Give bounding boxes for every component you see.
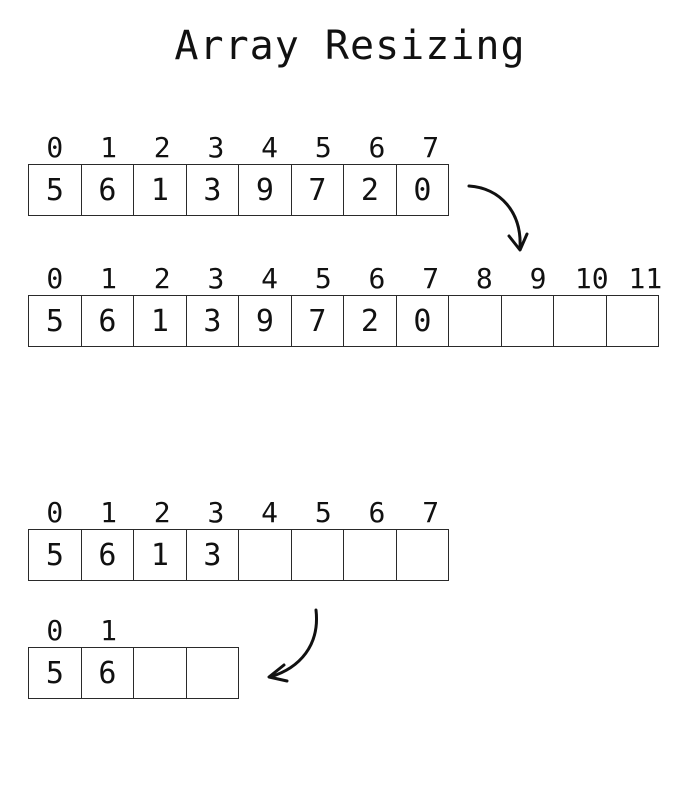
index-label: 0 <box>46 131 64 164</box>
index-label: 3 <box>207 262 225 295</box>
index-label: 5 <box>314 131 332 164</box>
array-cell <box>133 647 187 699</box>
array-cell: 5 <box>28 647 82 699</box>
index-label: 0 <box>46 614 64 647</box>
index-label: 4 <box>261 262 279 295</box>
page-title: Array Resizing <box>174 23 526 69</box>
index-label: 1 <box>100 131 117 164</box>
index-label: 3 <box>207 496 225 529</box>
array-cell <box>290 529 345 581</box>
index-label: 8 <box>475 262 493 295</box>
index-label: 1 <box>100 496 117 529</box>
index-labels: 0 1 2 3 4 5 6 7 <box>28 132 458 164</box>
array-cell: 5 <box>28 295 82 347</box>
index-label: 10 <box>574 262 609 295</box>
array-cell: 6 <box>80 295 135 347</box>
index-label: 4 <box>261 131 279 164</box>
index-label: 7 <box>422 131 440 164</box>
array-cell <box>343 529 397 581</box>
array-cell: 2 <box>343 295 397 347</box>
array-cell <box>553 295 607 347</box>
array-cell <box>238 529 292 581</box>
index-label: 6 <box>368 262 386 295</box>
index-label: 2 <box>153 131 171 164</box>
array-cell: 0 <box>395 295 450 347</box>
index-label: 11 <box>628 262 663 295</box>
array-cell: 7 <box>290 164 345 216</box>
index-label: 2 <box>153 262 171 295</box>
array-cell: 3 <box>185 295 240 347</box>
index-label: 7 <box>422 262 440 295</box>
index-label: 0 <box>46 262 64 295</box>
array-cell: 5 <box>28 164 82 216</box>
index-label: 5 <box>314 262 332 295</box>
array-cell: 0 <box>395 164 450 216</box>
index-label: 6 <box>368 496 386 529</box>
array-cell <box>500 295 555 347</box>
index-label: 1 <box>100 614 117 647</box>
array-cell: 9 <box>238 164 292 216</box>
array-cell: 1 <box>133 529 187 581</box>
array-cell: 3 <box>185 529 240 581</box>
index-labels: 0 1 2 3 4 5 6 7 8 9 10 11 <box>28 263 672 295</box>
index-label: 6 <box>368 131 386 164</box>
array-cell: 9 <box>238 295 292 347</box>
index-label: 7 <box>422 496 440 529</box>
array-cell <box>448 295 502 347</box>
array-cell: 6 <box>80 164 135 216</box>
array-cell: 6 <box>80 529 135 581</box>
array-cell <box>185 647 240 699</box>
index-label: 1 <box>100 262 117 295</box>
array-cell <box>395 529 450 581</box>
array-cell: 7 <box>290 295 345 347</box>
array-cell: 2 <box>343 164 397 216</box>
index-labels: 0 1 2 3 4 5 6 7 <box>28 497 458 529</box>
index-label: 2 <box>153 496 171 529</box>
index-label: 4 <box>261 496 279 529</box>
array-cell <box>605 295 660 347</box>
grow-arrow-icon <box>467 184 529 252</box>
array-cell: 5 <box>28 529 82 581</box>
index-label: 9 <box>529 262 547 295</box>
array-cell: 6 <box>80 647 135 699</box>
array-cell: 1 <box>133 164 187 216</box>
array-cell: 3 <box>185 164 240 216</box>
shrink-arrow-icon <box>267 608 318 683</box>
index-label: 0 <box>46 496 64 529</box>
array-cell: 1 <box>133 295 187 347</box>
index-label: 3 <box>207 131 225 164</box>
index-label: 5 <box>314 496 332 529</box>
